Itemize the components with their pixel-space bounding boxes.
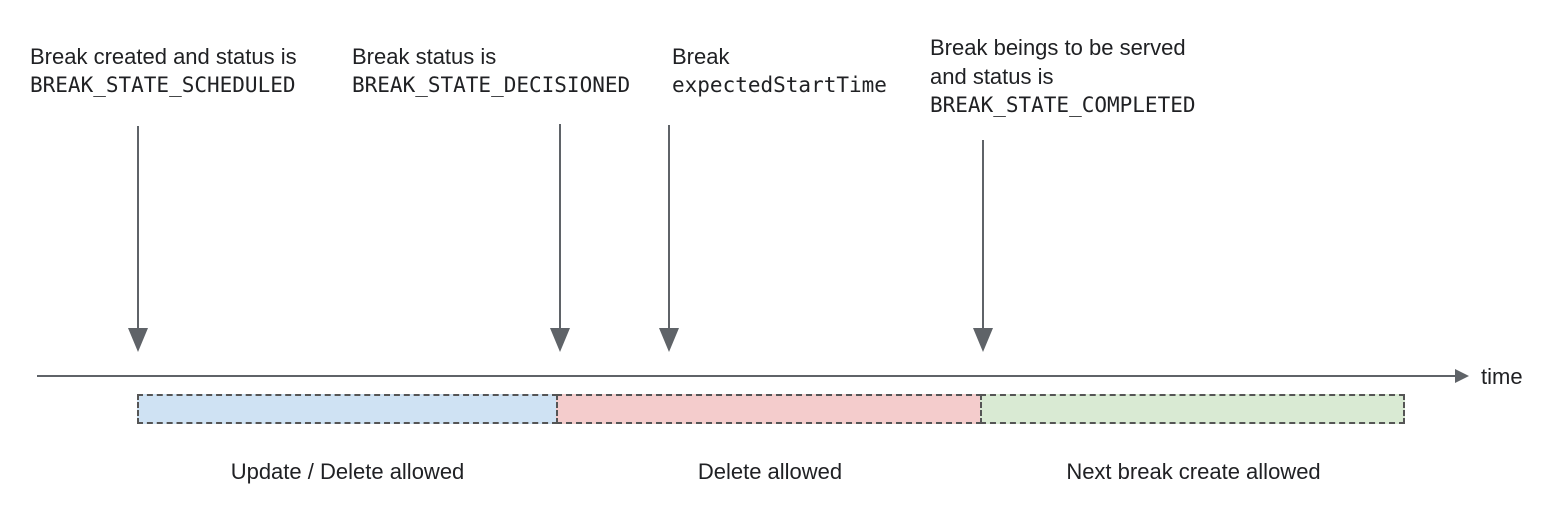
down-arrow-icon xyxy=(559,124,561,330)
annotation-decisioned: Break status is BREAK_STATE_DECISIONED xyxy=(352,42,630,100)
segment-delete-allowed xyxy=(556,394,982,424)
annotation-scheduled: Break created and status is BREAK_STATE_… xyxy=(30,42,297,100)
down-arrowhead-icon xyxy=(128,328,148,352)
down-arrowhead-icon xyxy=(550,328,570,352)
segment-next-break-create-allowed xyxy=(980,394,1405,424)
down-arrow-icon xyxy=(137,126,139,330)
annotation-completed: Break beings to be served and status is … xyxy=(930,33,1196,120)
down-arrowhead-icon xyxy=(973,328,993,352)
down-arrowhead-icon xyxy=(659,328,679,352)
time-axis-label: time xyxy=(1481,364,1523,389)
annotation-text: Break status is xyxy=(352,44,497,69)
time-axis-line xyxy=(37,375,1456,377)
segment-label-next-break-create: Next break create allowed xyxy=(1066,459,1321,484)
down-arrow-icon xyxy=(982,140,984,330)
annotation-code: BREAK_STATE_COMPLETED xyxy=(930,93,1196,117)
segment-update-delete-allowed xyxy=(137,394,558,424)
annotation-text: Break xyxy=(672,44,730,69)
segment-label-update-delete: Update / Delete allowed xyxy=(230,459,465,484)
annotation-text: and status is xyxy=(930,64,1054,89)
annotation-text: Break created and status is xyxy=(30,44,297,69)
annotation-expected-start-time: Break expectedStartTime xyxy=(672,42,887,100)
annotation-code: expectedStartTime xyxy=(672,73,887,97)
down-arrow-icon xyxy=(668,125,670,330)
annotation-text: Break beings to be served xyxy=(930,35,1186,60)
segment-label-delete: Delete allowed xyxy=(697,459,843,484)
time-axis-arrowhead-icon xyxy=(1455,369,1469,383)
annotation-code: BREAK_STATE_SCHEDULED xyxy=(30,73,296,97)
annotation-code: BREAK_STATE_DECISIONED xyxy=(352,73,631,97)
